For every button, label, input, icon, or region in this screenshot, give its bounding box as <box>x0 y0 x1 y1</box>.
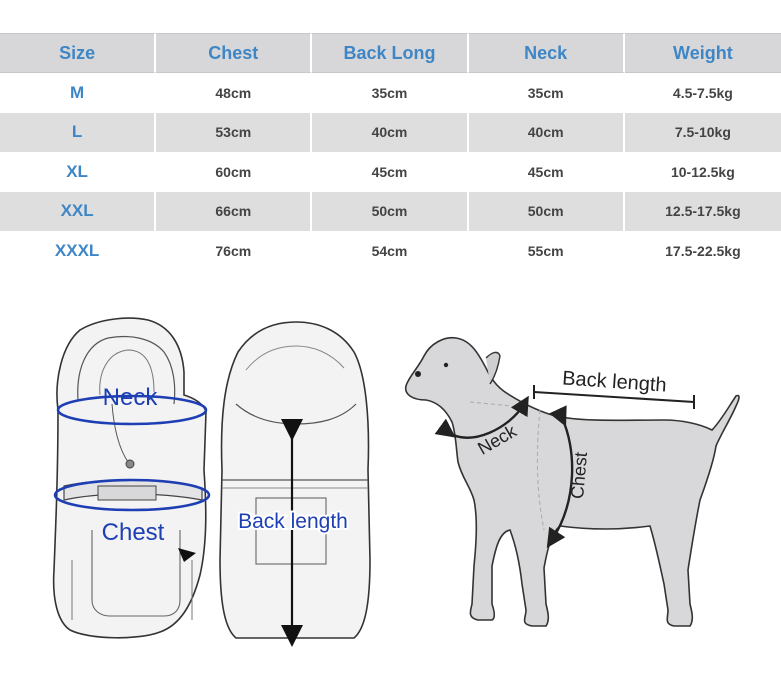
chest-cell: 60cm <box>156 152 313 192</box>
chest-cell: 66cm <box>156 191 313 231</box>
header-weight: Weight <box>624 33 781 73</box>
coat-back-illustration: Back length <box>219 321 371 647</box>
table-row: M 48cm 35cm 35cm 4.5-7.5kg <box>0 73 781 113</box>
back-long-cell: 45cm <box>312 152 469 192</box>
chest-cell: 53cm <box>156 112 313 152</box>
size-cell: XXXL <box>0 231 157 271</box>
chest-cell: 76cm <box>156 231 313 271</box>
neck-cell: 50cm <box>468 191 625 231</box>
back-long-cell: 40cm <box>312 112 469 152</box>
dog-chest-label: Chest <box>567 451 591 500</box>
table-row: XXL 66cm 50cm 50cm 12.5-17.5kg <box>0 191 781 231</box>
coat-neck-label: Neck <box>103 384 159 411</box>
header-back-long: Back Long <box>312 33 469 73</box>
back-long-cell: 50cm <box>312 191 469 231</box>
dog-back-length-label: Back length <box>562 367 668 396</box>
size-cell: M <box>0 73 157 113</box>
header-neck: Neck <box>468 33 625 73</box>
back-long-cell: 35cm <box>312 73 469 113</box>
neck-cell: 40cm <box>468 112 625 152</box>
coat-chest-label: Chest <box>102 519 165 546</box>
coat-back-length-label: Back length <box>238 510 348 533</box>
size-cell: L <box>0 112 157 152</box>
table-row: XXXL 76cm 54cm 55cm 17.5-22.5kg <box>0 231 781 271</box>
weight-cell: 7.5-10kg <box>624 112 781 152</box>
weight-cell: 17.5-22.5kg <box>665 242 741 259</box>
dog-illustration: Back length Neck Chest <box>404 336 740 627</box>
weight-cell: 12.5-17.5kg <box>624 191 781 231</box>
table-row: L 53cm 40cm 40cm 7.5-10kg <box>0 112 781 152</box>
neck-cell: 35cm <box>469 73 625 113</box>
coat-front-illustration: Neck Chest <box>52 317 211 639</box>
arrow-icon <box>178 548 196 562</box>
chest-cell: 48cm <box>156 73 313 113</box>
size-chart-table: Size Chest Back Long Neck Weight M 48cm … <box>0 33 781 271</box>
weight-cell: 10-12.5kg <box>670 163 735 180</box>
table-row: XL 60cm 45cm 45cm 10-12.5kg <box>0 152 781 192</box>
table-header-row: Size Chest Back Long Neck Weight <box>0 33 781 73</box>
back-long-cell: 54cm <box>312 231 469 271</box>
header-chest: Chest <box>156 33 313 73</box>
neck-cell: 55cm <box>469 231 625 271</box>
measurement-illustrations: Neck Chest Back length Back length Neck … <box>52 317 740 647</box>
size-cell: XXL <box>0 191 157 231</box>
header-size: Size <box>0 33 157 73</box>
weight-cell: 4.5-7.5kg <box>672 84 733 101</box>
neck-cell: 45cm <box>469 152 625 192</box>
size-cell: XL <box>0 152 157 192</box>
